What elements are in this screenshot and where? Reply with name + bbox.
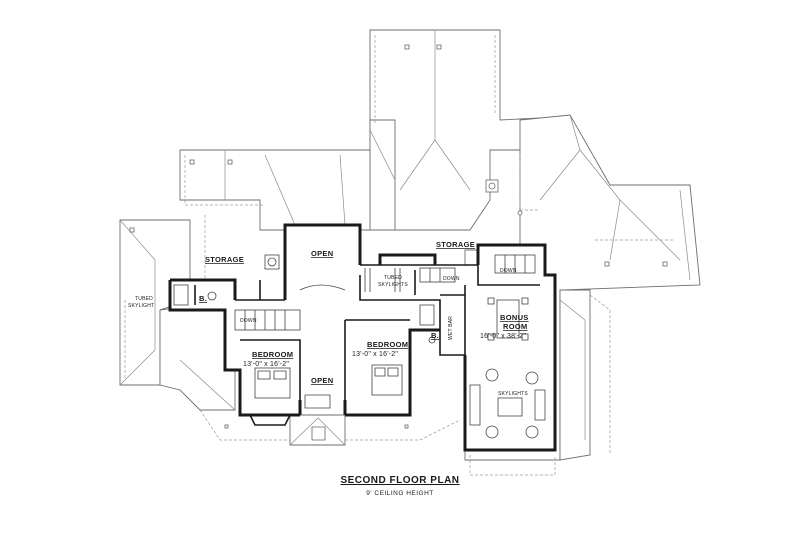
bay-window (249, 414, 291, 426)
open-bottom-label: OPEN (311, 376, 333, 385)
open-top-label: OPEN (311, 249, 333, 258)
tubed-skylight-left-line1: TUBED (135, 296, 153, 302)
bed-left (254, 367, 291, 399)
down-hall-label: DOWN (443, 276, 460, 282)
storage-left-label: STORAGE (205, 255, 244, 264)
bath-left-label: B. (199, 294, 207, 303)
bedroom-right-dims: 13'-0" x 16'-2" (352, 351, 398, 358)
down-bonus-label: DOWN (500, 268, 517, 274)
stair-hall (419, 267, 456, 283)
wet-bar-label: WET BAR (448, 316, 454, 340)
bed-right (371, 364, 403, 396)
down-stair-label: DOWN (240, 318, 257, 324)
closet-shelves (299, 268, 401, 292)
stair-bonus (494, 254, 536, 274)
bath-fixtures (173, 254, 436, 344)
stair-main (234, 309, 301, 331)
skylights-label: SKYLIGHTS (498, 391, 528, 397)
title-block: SECOND FLOOR PLAN 9' CEILING HEIGHT (340, 475, 459, 497)
tubed-skylight-left-line2: SKYLIGHT (128, 303, 154, 309)
floor-area (170, 225, 555, 450)
bedroom-right-name: BEDROOM (367, 340, 408, 349)
plan-title: SECOND FLOOR PLAN (340, 475, 459, 486)
tubed-skylights-center-line1: TUBED (384, 275, 402, 281)
tubed-skylights-center-line2: SKYLIGHTS (378, 282, 408, 288)
bath-right-label: B. (431, 331, 439, 340)
fireplace (304, 394, 331, 409)
bonus-furniture (469, 297, 546, 439)
storage-right-label: STORAGE (436, 240, 475, 249)
bonus-room-name-line1: BONUS (500, 313, 529, 322)
bonus-room-name-line2: ROOM (503, 322, 528, 331)
walls (168, 223, 557, 452)
bonus-room-dims: 16'-0" x 38'-2" (480, 333, 526, 340)
room-labels: STORAGE STORAGE OPEN OPEN B. B. BEDROOM … (128, 240, 529, 397)
bedroom-left-name: BEDROOM (252, 350, 293, 359)
plan-subtitle: 9' CEILING HEIGHT (366, 490, 434, 497)
bedroom-left-dims: 13'-0" x 16'-2" (243, 361, 289, 368)
